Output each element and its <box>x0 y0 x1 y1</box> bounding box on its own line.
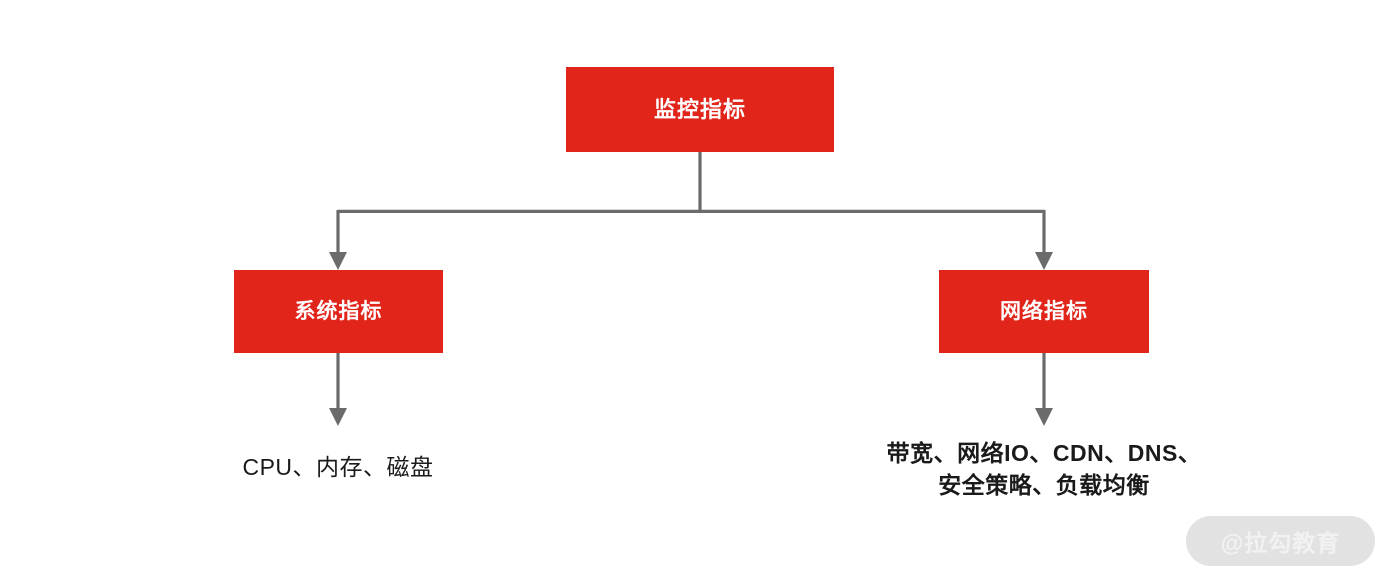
arrowhead-to-network <box>1035 252 1053 270</box>
node-monitoring-metrics-label: 监控指标 <box>653 96 746 122</box>
leaf-system-metrics-items: CPU、内存、磁盘 <box>242 454 434 480</box>
arrowhead-to-system <box>329 252 347 270</box>
node-monitoring-metrics[interactable]: 监控指标 <box>566 67 834 152</box>
leaf-network-metrics-items: 带宽、网络IO、CDN、DNS、 安全策略、负载均衡 <box>886 440 1202 498</box>
arrowhead-to-network-leaf <box>1035 408 1053 426</box>
node-network-metrics-label: 网络指标 <box>1000 300 1088 323</box>
node-network-metrics[interactable]: 网络指标 <box>939 270 1149 353</box>
arrowhead-to-system-leaf <box>329 408 347 426</box>
watermark-badge: @拉勾教育 <box>1186 516 1375 566</box>
node-system-metrics[interactable]: 系统指标 <box>234 270 443 353</box>
watermark-label: @拉勾教育 <box>1220 530 1341 556</box>
node-system-metrics-label: 系统指标 <box>294 300 383 323</box>
